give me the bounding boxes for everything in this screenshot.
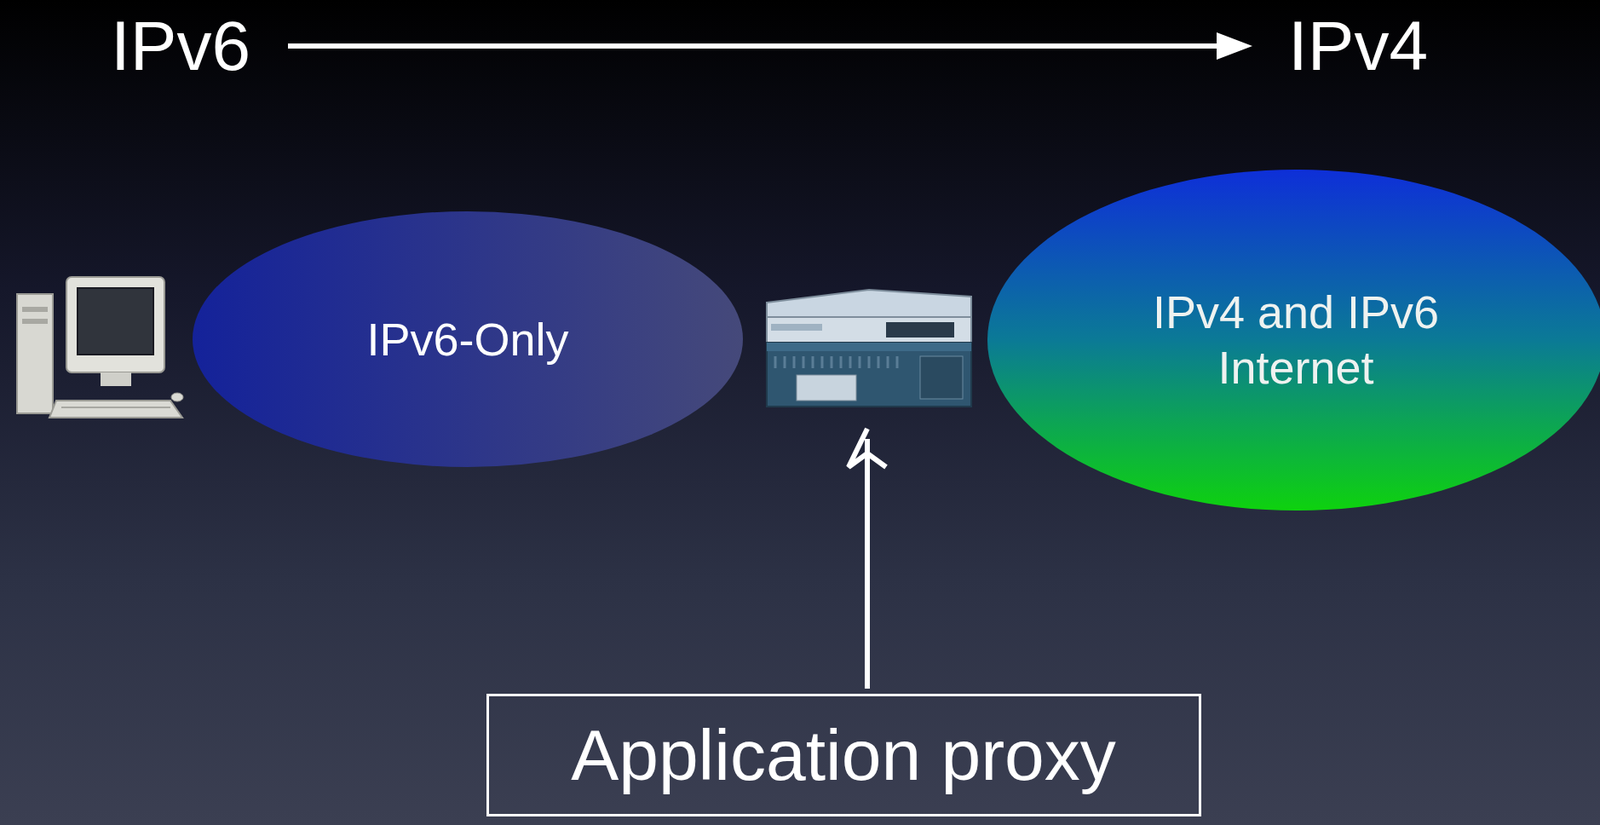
protocol-label: IPv6 xyxy=(110,11,251,81)
vent-stroke xyxy=(896,356,899,369)
vent-stroke xyxy=(793,356,796,369)
vent-stroke xyxy=(849,356,852,369)
router-vents xyxy=(775,356,898,369)
arrow-head xyxy=(848,428,887,467)
vent-stroke xyxy=(811,356,815,369)
vent-stroke xyxy=(830,356,834,369)
computer-icon xyxy=(17,276,184,418)
vent-stroke xyxy=(877,356,881,369)
arrow-head xyxy=(1216,32,1253,60)
router-icon xyxy=(766,289,972,407)
node-text: IPv4 and IPv6 Internet xyxy=(1099,284,1492,396)
vent-stroke xyxy=(840,356,843,369)
vent-stroke xyxy=(774,356,777,369)
ellipse-fill xyxy=(192,211,743,467)
network-ellipse: IPv6-Only xyxy=(192,211,743,467)
vent-stroke xyxy=(858,356,862,369)
node-text: IPv6-Only xyxy=(366,311,569,368)
direction-arrow xyxy=(287,43,1227,49)
node-text: Application proxy xyxy=(570,712,1117,799)
ellipse-fill xyxy=(987,169,1600,511)
ellipse-outline xyxy=(987,169,1600,511)
vent-stroke xyxy=(868,356,871,369)
vent-stroke xyxy=(886,356,890,369)
proxy-box: Application proxy xyxy=(486,693,1202,817)
protocol-label: IPv4 xyxy=(1288,11,1428,81)
vent-stroke xyxy=(821,356,824,369)
pointer-arrow xyxy=(864,438,870,689)
vent-stroke xyxy=(802,356,806,369)
network-ellipse: IPv4 and IPv6 Internet xyxy=(987,169,1600,511)
vent-stroke xyxy=(783,356,787,369)
